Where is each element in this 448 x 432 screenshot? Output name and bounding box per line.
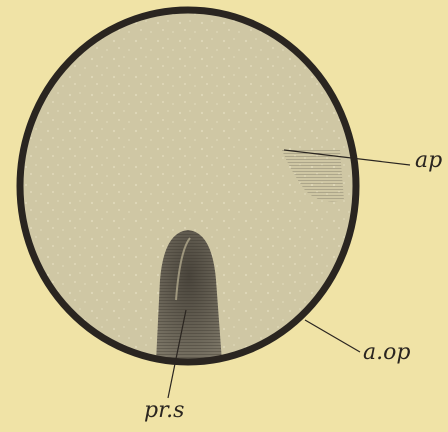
label-prs: pr.s [144, 400, 184, 422]
leader-line-aop [305, 320, 360, 352]
label-aop: a.op [363, 342, 410, 364]
label-ap: ap [415, 150, 442, 172]
